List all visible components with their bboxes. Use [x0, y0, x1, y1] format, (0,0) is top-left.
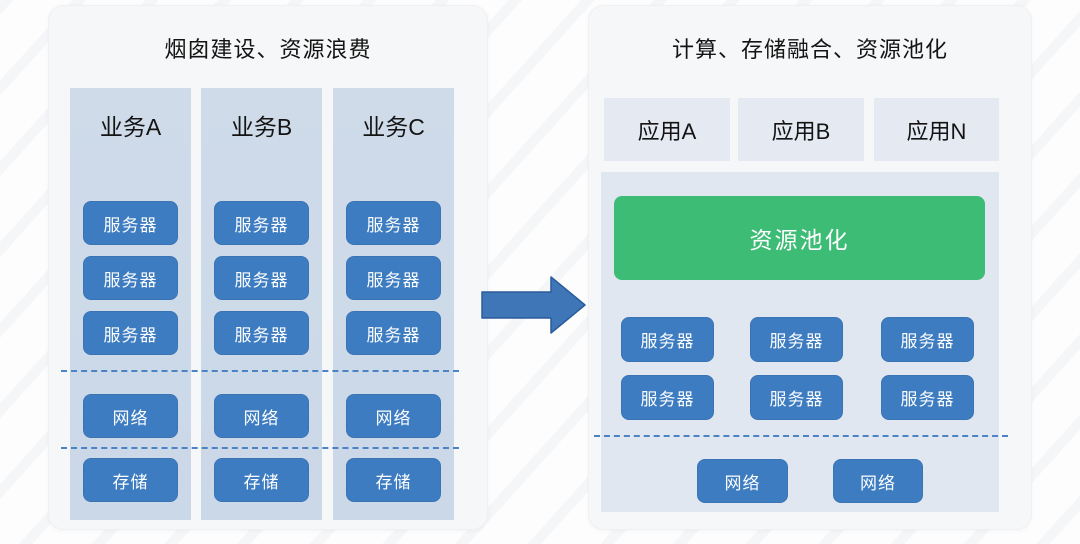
- storage-block: 存储: [83, 458, 178, 502]
- silo-c-title: 业务C: [362, 114, 425, 140]
- network-block: 网络: [697, 459, 788, 503]
- right-arrow-icon: [481, 276, 586, 334]
- server-block: 服务器: [214, 256, 309, 300]
- server-block: 服务器: [881, 375, 974, 420]
- silo-b-title: 业务B: [230, 114, 293, 140]
- resource-pool-band: 资源池化: [614, 196, 985, 280]
- silo-a-title: 业务A: [99, 114, 162, 140]
- server-block: 服务器: [83, 311, 178, 355]
- network-block: 网络: [833, 459, 923, 503]
- server-block: 服务器: [214, 311, 309, 355]
- network-block: 网络: [83, 394, 178, 438]
- server-block: 服务器: [346, 311, 441, 355]
- server-block: 服务器: [346, 201, 441, 245]
- divider-dashed-storage: [61, 447, 459, 449]
- right-panel: 计算、存储融合、资源池化 应用A 应用B 应用N 资源池化 服务器 服务器 服务…: [588, 5, 1032, 530]
- business-silo-b: 业务B 服务器 服务器 服务器 网络 存储: [201, 88, 322, 520]
- network-block: 网络: [214, 394, 309, 438]
- server-block: 服务器: [346, 256, 441, 300]
- divider-dashed-network: [61, 370, 459, 372]
- server-block: 服务器: [83, 256, 178, 300]
- business-silo-a: 业务A 服务器 服务器 服务器 网络 存储: [70, 88, 191, 520]
- server-block: 服务器: [750, 317, 843, 362]
- left-panel: 烟囱建设、资源浪费 业务A 服务器 服务器 服务器 网络 存储 业务B 服务器 …: [48, 5, 488, 530]
- storage-block: 存储: [214, 458, 309, 502]
- resource-pool-container: 资源池化 服务器 服务器 服务器 服务器 服务器 服务器: [601, 172, 999, 512]
- server-block: 服务器: [750, 375, 843, 420]
- left-panel-title: 烟囱建设、资源浪费: [164, 37, 372, 62]
- storage-block: 存储: [346, 458, 441, 502]
- right-panel-title: 计算、存储融合、资源池化: [671, 37, 948, 62]
- server-block: 服务器: [621, 375, 714, 420]
- network-block: 网络: [346, 394, 441, 438]
- app-box-a: 应用A: [604, 98, 730, 161]
- app-box-n: 应用N: [874, 98, 999, 161]
- server-block: 服务器: [621, 317, 714, 362]
- business-silo-c: 业务C 服务器 服务器 服务器 网络 存储: [333, 88, 454, 520]
- server-block: 服务器: [214, 201, 309, 245]
- server-block: 服务器: [83, 201, 178, 245]
- app-box-b: 应用B: [738, 98, 864, 161]
- divider-dashed-network-right: [594, 435, 1008, 437]
- server-block: 服务器: [881, 317, 974, 362]
